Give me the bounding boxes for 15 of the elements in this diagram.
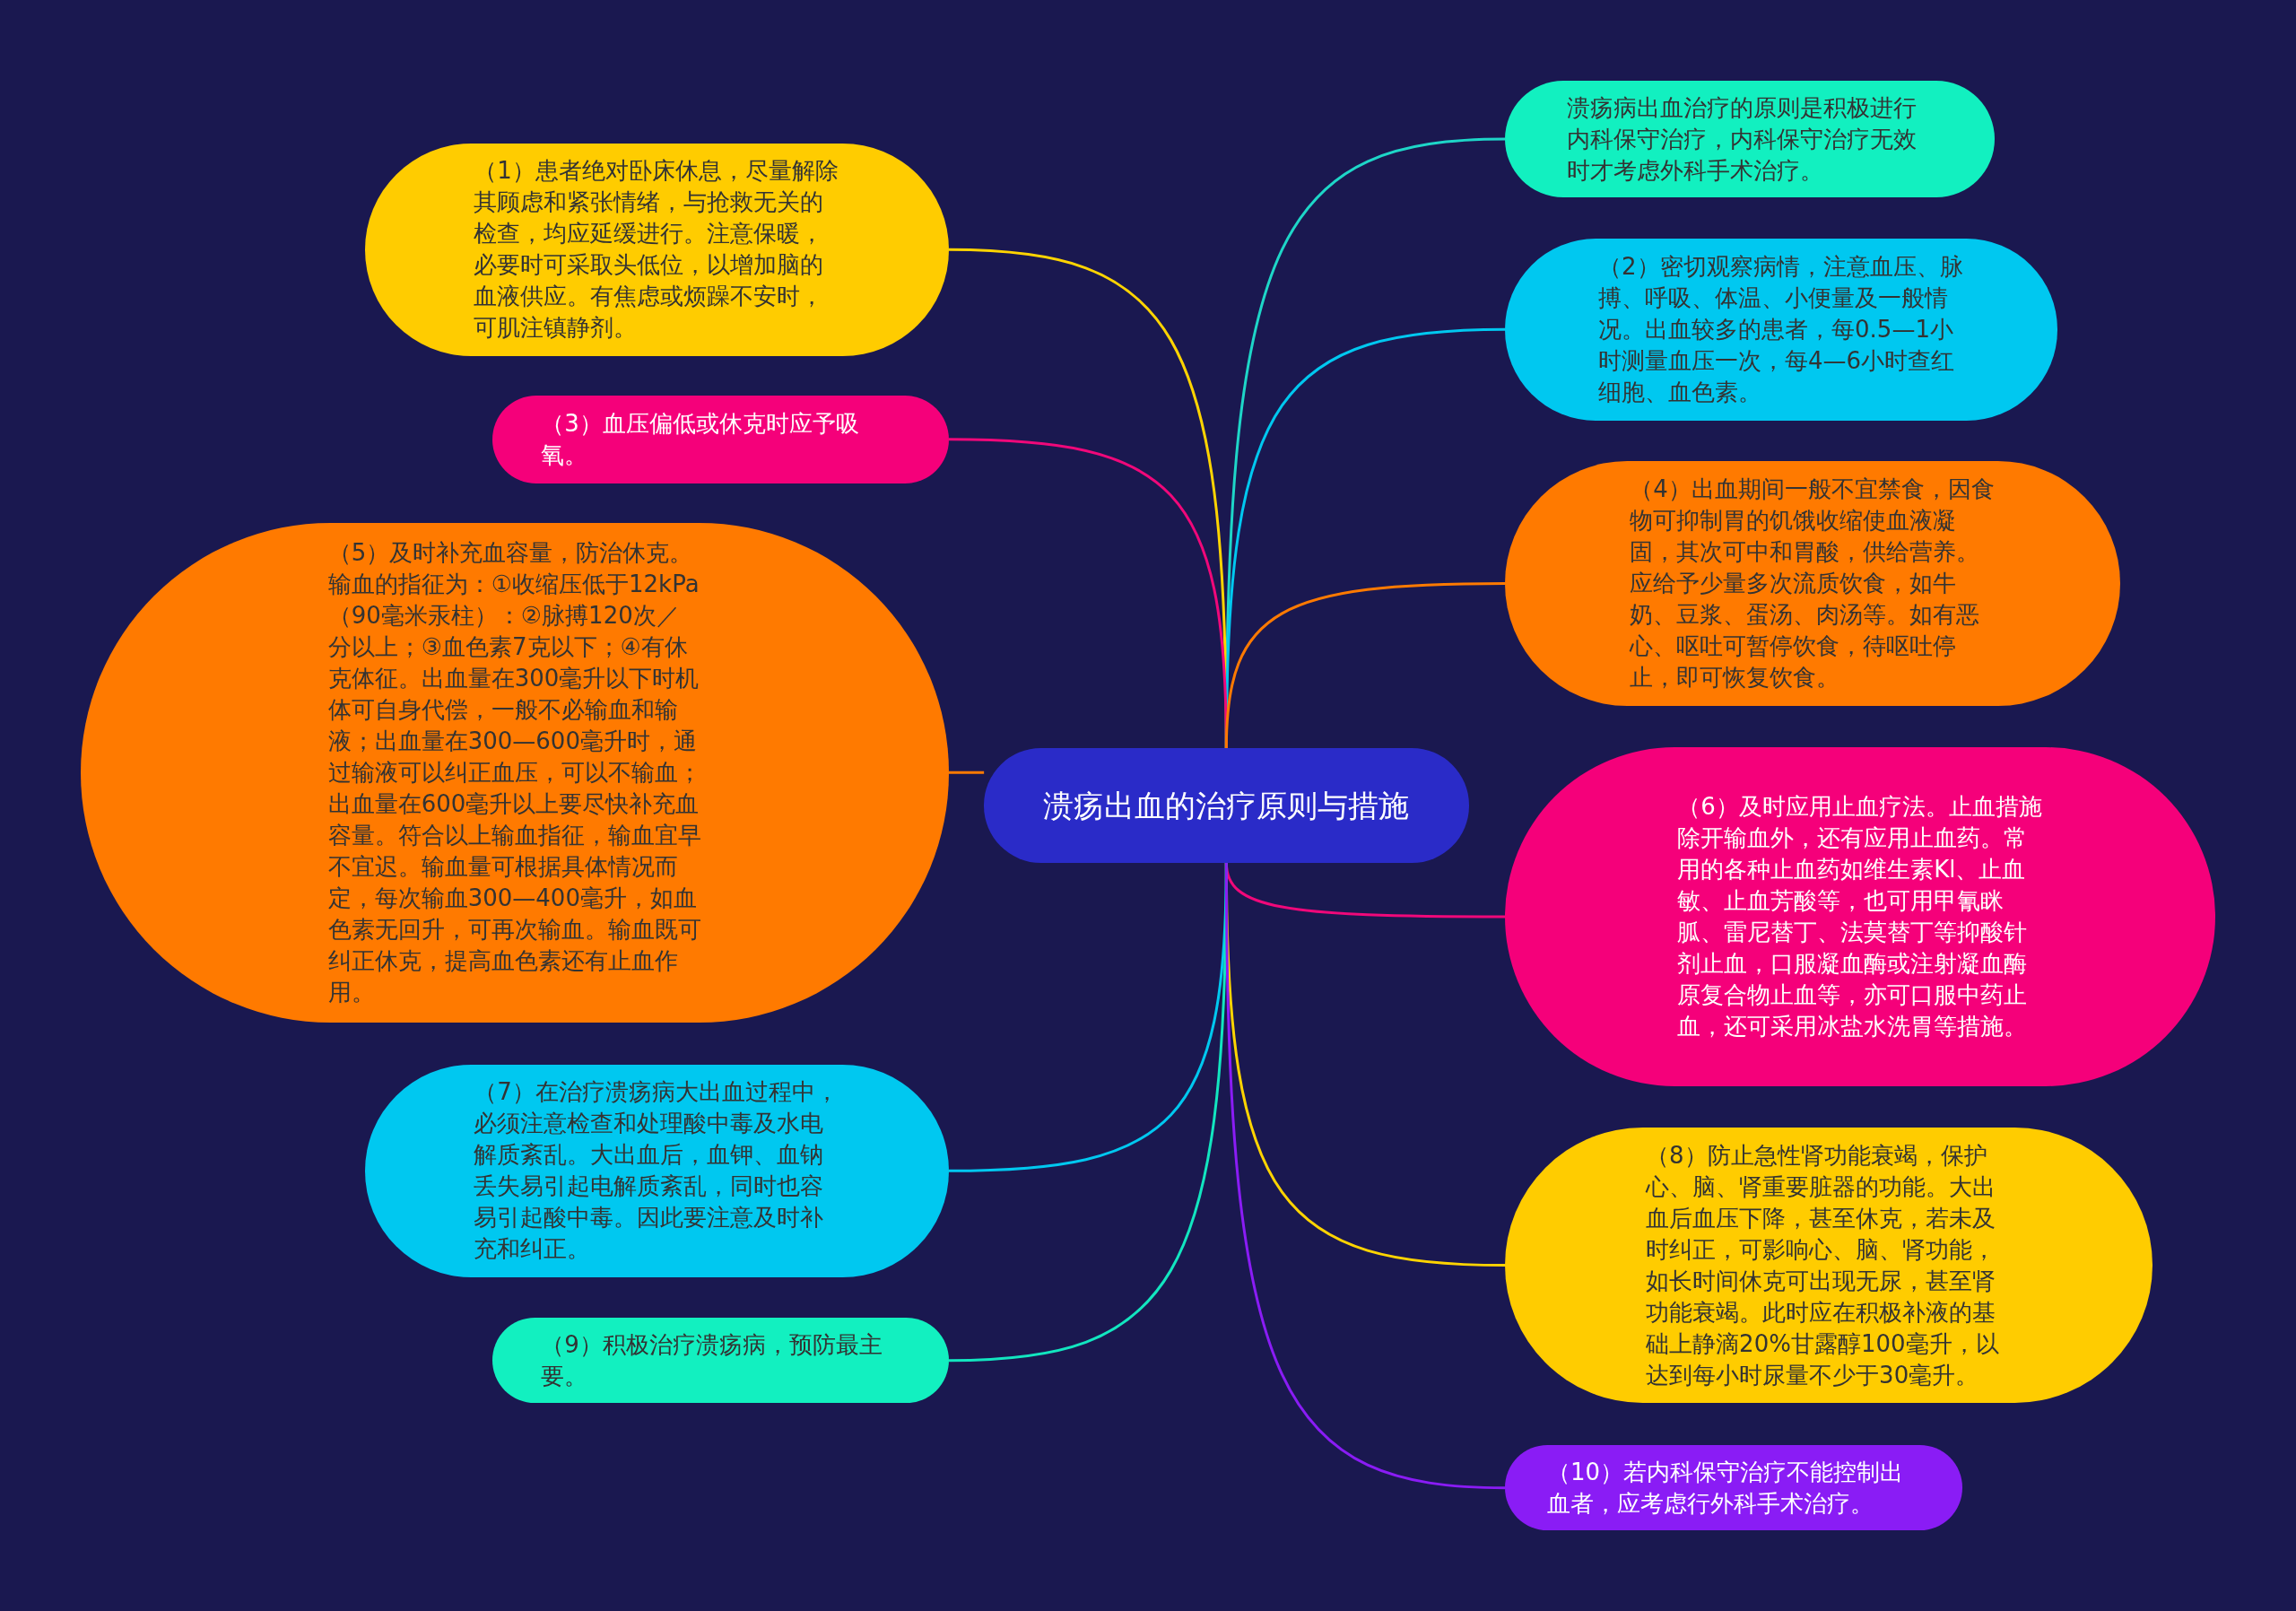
connector-line: [1224, 582, 1506, 749]
topic-text: （6）及时应用止血疗法。止血措施除开输血外，还有应用止血药。常用的各种止血药如维生素Kl、止血敏、止血芳酸等，也可用甲氰眯胍、雷尼替丁、法莫替丁等抑酸针剂止血，口服凝血酶或注射凝血酶原复合物止血等，亦可口服中药止血，还可采用冰盐水洗胃等措施。: [1677, 792, 2043, 1041]
connector-line: [1224, 862, 1506, 1490]
connector-line: [948, 771, 985, 774]
topic-text: （5）及时补充血容量，防治休克。输血的指征为：①收缩压低于12kPa（90毫米汞柱）：②脉搏120次／分以上；③血色素7克以下；④有休克体征。出血量在300毫升以下时机体可自身代偿，一般不必输血和输液；出血量在300—600毫升时，通过输液可以纠正血压，可以不输血；出血量在600毫升以上要尽快补充血容量。符合以上输血指征，输血宜早不宜迟。输血量可根据具体情况而定，每次输血300—400毫升，如血色素无回升，可再次输血。输血既可纠正休克，提高血色素还有止血作用。: [327, 537, 701, 1007]
topic-text: （3）血压偏低或休克时应予吸氧。: [541, 408, 860, 470]
topic-text: （4）出血期间一般不宜禁食，因食物可抑制胃的饥饿收缩使血液凝固，其次可中和胃酸，供给营养。应给予少量多次流质饮食，如牛奶、豆浆、蛋汤、肉汤等。如有恶心、呕吐可暂停饮食，待呕吐停止，即可恢复饮食。: [1630, 475, 1996, 693]
topic-text: 溃疡病出血治疗的原则是积极进行内科保守治疗，内科保守治疗无效时才考虑外科手术治疗。: [1566, 92, 1918, 186]
topic-text: （7）在治疗溃疡病大出血过程中，必须注意检查和处理酸中毒及水电解质紊乱。大出血后，血钾、血钠丢失易引起电解质紊乱，同时也容易引起酸中毒。因此要注意及时补充和纠正。: [474, 1077, 839, 1265]
topic-text: （8）防止急性肾功能衰竭，保护心、脑、肾重要脏器的功能。大出血后血压下降，甚至休克，若未及时纠正，可影响心、脑、肾功能，如长时间休克可出现无尿，甚至肾功能衰竭。此时应在积极补液的基础上静滴20%甘露醇100毫升，以达到每小时尿量不少于30毫升。: [1646, 1140, 2000, 1390]
topic-text: （2）密切观察病情，注意血压、脉搏、呼吸、体温、小便量及一般情况。出血较多的患者，每0.5—1小时测量血压一次，每4—6小时查红细胞、血色素。: [1598, 251, 1964, 407]
topic-title: 溃疡出血的治疗原则与措施: [1043, 786, 1410, 825]
topic-text: （9）积极治疗溃疡病，预防最主要。: [541, 1329, 883, 1391]
topic-text: （10）若内科保守治疗不能控制出血者，应考虑行外科手术治疗。: [1546, 1457, 1904, 1519]
topic-text: （1）患者绝对卧床休息，尽量解除其顾虑和紧张情绪，与抢救无关的检查，均应延缓进行。注意保暖，必要时可采取头低位，以增加脑的血液供应。有焦虑或烦躁不安时，可肌注镇静剂。: [474, 156, 839, 344]
